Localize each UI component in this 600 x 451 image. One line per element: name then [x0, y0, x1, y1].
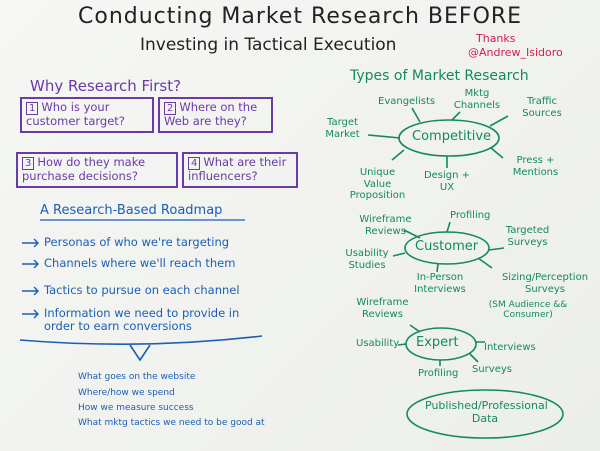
question-text: Who is your customer target? [26, 100, 125, 128]
customer-item: Profiling [450, 210, 491, 221]
customer-label: Customer [415, 239, 479, 254]
published-ellipse [406, 389, 564, 439]
competitive-item: Target Market [325, 117, 360, 140]
thanks-text: Thanks [476, 32, 516, 45]
roadmap-item: Information we need to provide in order … [44, 306, 240, 334]
question-text: What are their influencers? [188, 155, 287, 183]
customer-item-note: (SM Audience && Consumer) [488, 300, 568, 321]
question-number: 3 [22, 157, 35, 170]
customer-item: In-Person Interviews [414, 272, 466, 295]
competitive-label: Competitive [412, 129, 492, 144]
roadmap-item: Channels where we'll reach them [44, 256, 236, 270]
competitive-item: Unique Value Proposition [349, 167, 406, 201]
expert-item: Wireframe Reviews [356, 297, 409, 320]
roadmap-heading: A Research-Based Roadmap [40, 203, 223, 218]
bullet-item: Where/how we spend [78, 388, 175, 398]
competitive-item: Mktg Channels [453, 88, 501, 111]
competitive-item: Traffic Sources [522, 96, 562, 119]
expert-item: Usability [356, 338, 400, 349]
bullet-item: What mktg tactics we need to be good at [78, 418, 265, 428]
published-data-label: Published/Professional Data [425, 399, 548, 425]
question-number: 2 [164, 102, 177, 115]
title: Conducting Market Research BEFORE [78, 4, 523, 29]
roadmap-item: Personas of who we're targeting [44, 235, 230, 249]
bullet-item: What goes on the website [78, 372, 196, 382]
competitive-item: Evangelists [378, 96, 436, 107]
question-text: How do they make purchase decisions? [22, 155, 146, 183]
why-research-heading: Why Research First? [30, 77, 182, 95]
question-number: 4 [188, 157, 201, 170]
customer-item: Usability Studies [345, 248, 389, 271]
expert-item: Surveys [472, 364, 512, 375]
competitive-item: Press + Mentions [512, 155, 559, 178]
subtitle: Investing in Tactical Execution [140, 35, 397, 55]
customer-item: Wireframe Reviews [359, 214, 412, 237]
competitive-item: Design + UX [423, 170, 471, 193]
expert-item: Profiling [418, 368, 459, 379]
types-heading: Types of Market Research [350, 68, 529, 84]
roadmap-item: Tactics to pursue on each channel [44, 283, 240, 297]
expert-item: Interviews [484, 342, 536, 353]
question-number: 1 [26, 102, 39, 115]
customer-item: Targeted Surveys [505, 225, 550, 248]
credit-handle: @Andrew_Isidoro [468, 46, 563, 59]
customer-item: Sizing/Perception Surveys [501, 272, 589, 295]
expert-label: Expert [416, 335, 459, 350]
question-text: Where on the Web are they? [164, 100, 258, 128]
bullet-item: How we measure success [78, 403, 194, 413]
